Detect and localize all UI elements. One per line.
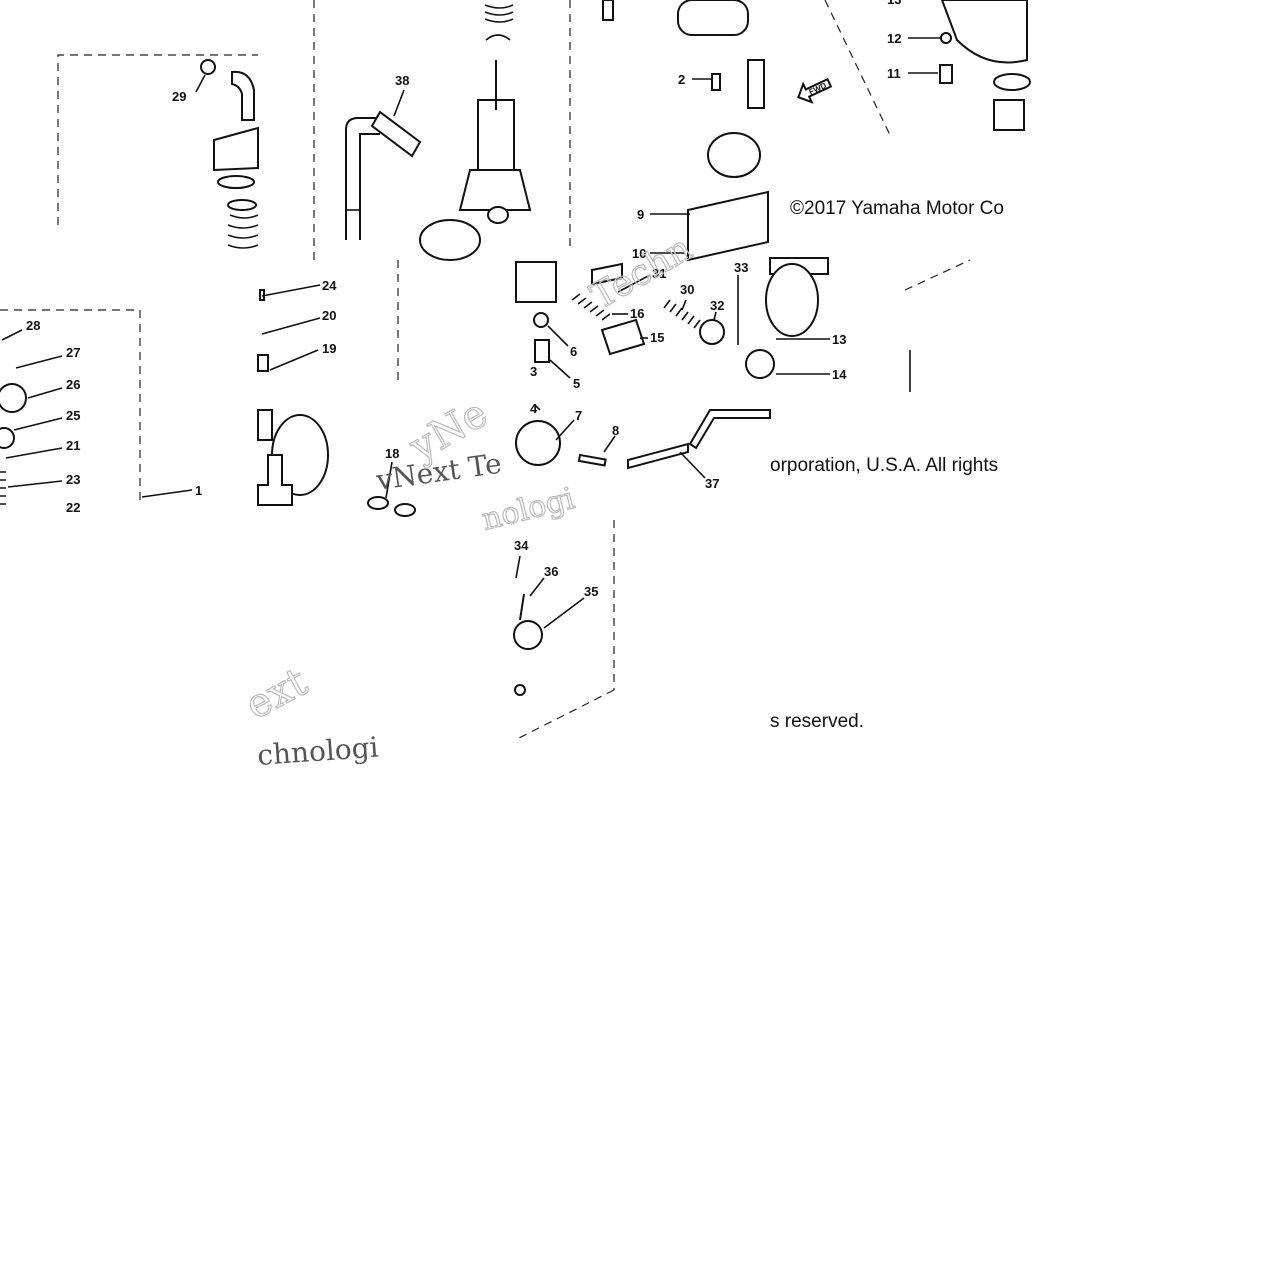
callout-32: 32 [710,298,724,313]
callout-11: 11 [887,66,901,81]
tile-drain-screws: 13 12 11 [824,0,1031,291]
tile-main-jet-parts: 28 27 26 25 21 23 22 1 [0,309,202,515]
callout-8: 8 [612,423,619,438]
callout-4: 4 [530,401,538,416]
callout-22: 22 [66,500,80,515]
callout-27: 27 [66,345,80,360]
callout-37: 37 [705,476,719,491]
tile-carb-body-top: 38 [313,0,571,261]
callout-30: 30 [680,282,694,297]
copyright-fragment-2: orporation, U.S.A. All rights [770,455,999,476]
callout-34: 34 [514,538,529,553]
callout-13: 13 [832,332,846,347]
callout-16: 16 [630,306,644,321]
fwd-arrow-icon: FWD [797,77,833,104]
tile-idle-screw-assembly: 31 16 6 5 3 15 30 32 33 4 7 8 37 [515,260,771,491]
callout-24: 24 [322,278,337,293]
callout-19: 19 [322,341,336,356]
callout-10: 10 [632,246,646,261]
tile-fitting-assembly: 29 [57,54,259,249]
callout-2: 2 [678,72,685,87]
tile-needle-valve: 24 20 19 18 [257,260,416,517]
watermark-text-f: nologi [478,481,578,538]
callout-31: 31 [652,266,666,281]
tile-float-pins: 13 14 [745,257,911,392]
callout-12: 12 [887,31,901,46]
callout-21: 21 [66,438,80,453]
watermark-text-d: ext [238,659,315,729]
callout-3: 3 [530,364,537,379]
copyright-fragment-1: ©2017 Yamaha Motor Co [790,198,1004,219]
callout-1: 1 [195,483,202,498]
tile-float-bowl: 2 9 10 FWD [602,0,833,262]
callout-33: 33 [734,260,748,275]
svg-text:FWD: FWD [808,81,829,97]
callout-38: 38 [395,73,409,88]
callout-35: 35 [584,584,598,599]
callout-18: 18 [385,446,399,461]
callout-28: 28 [26,318,40,333]
callout-9: 9 [637,207,644,222]
callout-14: 14 [832,367,847,382]
callout-6: 6 [570,344,577,359]
callout-13-top: 13 [887,0,901,7]
callout-23: 23 [66,472,80,487]
callout-7: 7 [575,408,582,423]
callout-36: 36 [544,564,558,579]
callout-25: 25 [66,408,80,423]
callout-5: 5 [573,376,580,391]
watermark-text-c: Techn [584,228,699,318]
copyright-fragment-3: s reserved. [770,711,864,732]
callout-26: 26 [66,377,80,392]
callout-15: 15 [650,330,664,345]
callout-29: 29 [172,89,186,104]
callout-20: 20 [322,308,336,323]
watermark-text-e: chnologi [256,731,379,772]
tile-bottom-parts: 34 36 35 [513,520,615,741]
